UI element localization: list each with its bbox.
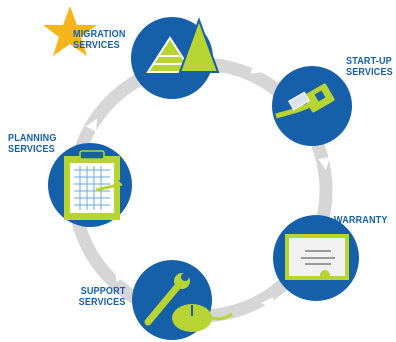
support-label-line1: SUPPORT: [81, 285, 126, 297]
support-label-line2: SERVICES: [79, 296, 126, 308]
planning-label-line2: SERVICES: [8, 143, 55, 155]
network-cable-icon: [275, 83, 335, 119]
startup-label-line1: START-UP: [346, 55, 392, 67]
arrow-icon: [261, 297, 273, 309]
clipboard-plan-icon: [64, 150, 126, 220]
arrow-icon: [250, 62, 264, 74]
support-label: SUPPORT SERVICES: [79, 286, 126, 308]
warranty-label: WARRANTY: [334, 215, 388, 226]
migration-label: MIGRATION SERVICES: [73, 29, 126, 51]
warranty-label-line1: WARRANTY: [334, 214, 388, 226]
star-icon: [43, 6, 97, 56]
migration-label-line1: MIGRATION: [73, 28, 126, 40]
support-node: [132, 260, 233, 340]
wrench-mouse-icon: [144, 273, 233, 332]
planning-label: PLANNING SERVICES: [8, 133, 57, 155]
pyramid-triangles-icon: [146, 17, 220, 73]
startup-label-line2: SERVICES: [346, 66, 393, 78]
certificate-icon: [285, 234, 349, 280]
warranty-node: [273, 215, 359, 301]
migration-label-line2: SERVICES: [73, 39, 120, 51]
planning-node: [48, 143, 132, 227]
arrow-icon: [318, 157, 330, 170]
startup-label: START-UP SERVICES: [346, 56, 393, 78]
planning-label-line1: PLANNING: [8, 132, 57, 144]
startup-node: [272, 66, 352, 146]
arrow-icon: [85, 118, 97, 133]
cycle-arrows: [85, 62, 330, 309]
migration-node: [131, 17, 220, 99]
arrow-icon: [114, 269, 127, 283]
